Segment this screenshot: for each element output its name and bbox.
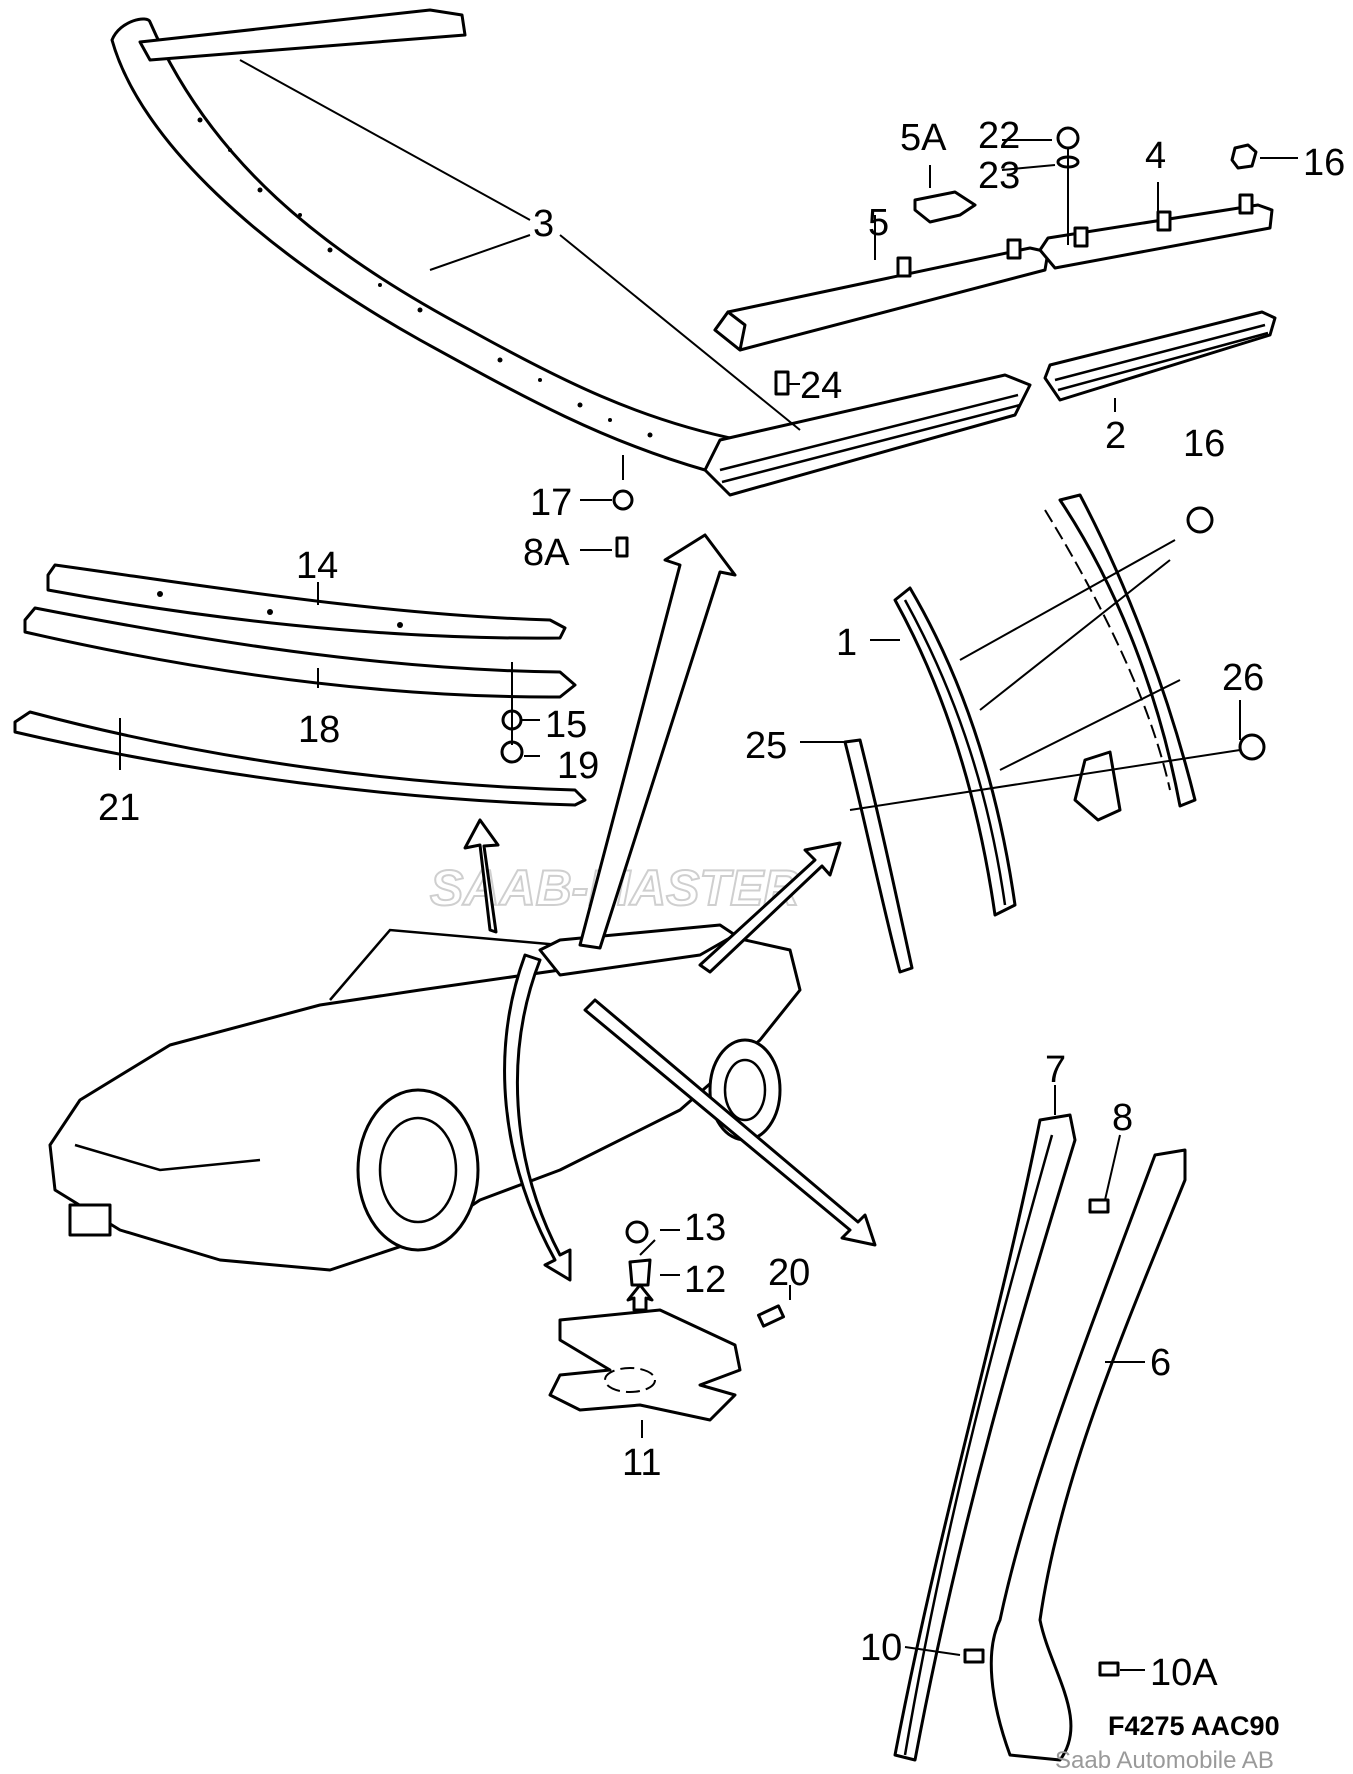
callout-25: 25 [745,725,787,767]
bracket-5 [713,238,1050,352]
hinge-bracket [1044,493,1197,822]
a-pillar-trim-7 [893,1113,1077,1762]
screw-10A [1098,1661,1120,1677]
trim-strip-14 [46,563,567,640]
callout-10A: 10A [1150,1652,1218,1694]
arrow-clip-12 [626,1283,654,1312]
clip-12 [628,1258,652,1287]
callout-19: 19 [557,745,599,787]
callout-1: 1 [836,622,857,664]
cover-plate-11 [548,1308,742,1422]
callout-2: 2 [1105,415,1126,457]
screw-26 [1238,733,1266,761]
callout-14: 14 [296,545,338,587]
callout-11: 11 [622,1442,661,1484]
screw-10 [963,1648,985,1664]
screw-8A [615,536,629,558]
callout-3: 3 [533,203,554,245]
callout-8A: 8A [523,532,570,574]
callout-10: 10 [860,1627,902,1669]
callout-15: 15 [545,704,587,746]
callout-6: 6 [1150,1342,1171,1384]
callout-26: 26 [1222,657,1264,699]
callout-7: 7 [1045,1049,1066,1091]
pillar-seal-1 [893,586,1017,917]
arrow-to-a-pillar [583,998,877,1247]
callout-13: 13 [684,1207,726,1249]
callout-5: 5 [868,202,889,244]
arrow-to-pillar-seal [698,841,842,974]
nut-17 [612,489,634,511]
arrow-to-cover-plate [503,953,572,1282]
callout-17: 17 [530,482,572,524]
pillar-seal-25 [843,738,914,974]
callout-20: 20 [768,1252,810,1294]
callout-16-top: 16 [1303,142,1345,184]
clip-5A [913,190,977,224]
nut-22 [1056,126,1080,150]
windshield-header-frame [110,8,1032,497]
top-seal-strip [1043,310,1277,402]
trim-strip-21 [13,710,587,807]
callout-21: 21 [98,787,140,829]
callout-16-side: 16 [1183,423,1225,465]
callout-18: 18 [298,709,340,751]
trim-strip-18 [23,606,577,699]
callout-5A: 5A [900,117,947,159]
callout-12: 12 [684,1259,726,1301]
figure-code: F4275 AAC90 [1108,1711,1280,1741]
callout-8: 8 [1112,1097,1133,1139]
callout-4: 4 [1145,135,1166,177]
callout-24: 24 [800,365,842,407]
leader-lines [119,59,1298,1671]
screw-13 [625,1220,649,1244]
bracket-4 [1038,193,1274,270]
screw-20 [756,1304,786,1328]
cap-nut-16-top [1230,143,1258,170]
screw-24 [774,370,790,396]
callout-23: 23 [978,155,1020,197]
nut-16-side [1186,506,1214,534]
screw-8 [1088,1198,1110,1214]
publisher-credit: Saab Automobile AB [1055,1747,1274,1774]
arrow-to-header-frame [578,533,737,950]
callout-22: 22 [978,115,1020,157]
a-pillar-trim-6 [989,1148,1187,1762]
arrow-to-trim-strips [463,818,500,934]
